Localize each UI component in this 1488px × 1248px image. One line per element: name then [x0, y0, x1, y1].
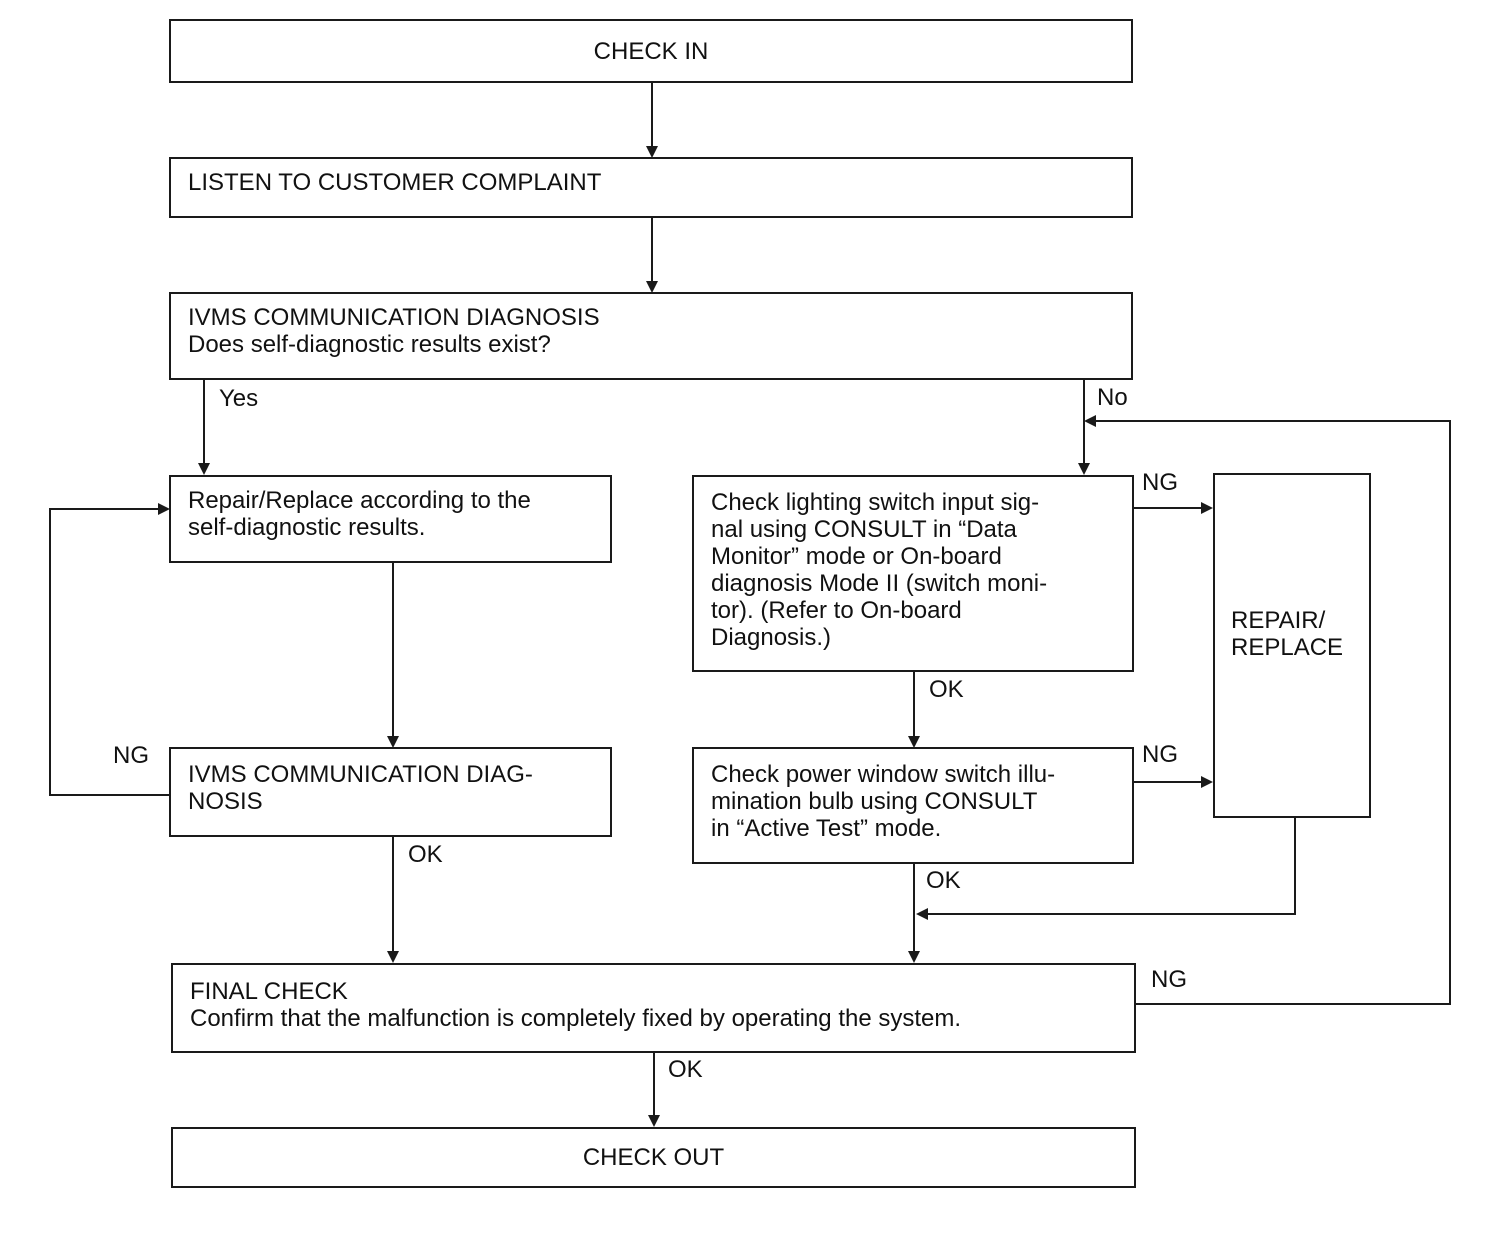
yes-label: Yes: [219, 385, 259, 412]
ok-label-lighting: OK: [929, 676, 964, 703]
check-lighting-line4: diagnosis Mode II (switch moni-: [711, 570, 1048, 597]
ivms-diagnosis-question: Does self-diagnostic results exist?: [188, 331, 551, 358]
check-power-window-box: Check power window switch illu- mination…: [692, 747, 1134, 864]
repair-results-line2: self-diagnostic results.: [188, 514, 426, 541]
no-label: No: [1097, 384, 1128, 411]
check-lighting-line1: Check lighting switch input sig-: [711, 489, 1040, 516]
repair-results-box: Repair/Replace according to the self-dia…: [169, 475, 612, 563]
check-out-text: CHECK OUT: [582, 1144, 725, 1171]
ng-label-power-window: NG: [1142, 741, 1178, 768]
final-check-box: FINAL CHECK Confirm that the malfunction…: [171, 963, 1136, 1053]
check-lighting-box: Check lighting switch input sig- nal usi…: [692, 475, 1134, 672]
check-lighting-line3: Monitor” mode or On-board: [711, 543, 1002, 570]
ivms-diagnosis-box: IVMS COMMUNICATION DIAGNOSIS Does self-d…: [169, 292, 1133, 380]
final-check-title: FINAL CHECK: [190, 978, 348, 1005]
repair-replace-line1: REPAIR/: [1231, 607, 1326, 634]
check-in-text: CHECK IN: [593, 37, 709, 65]
ivms-diagnosis-title: IVMS COMMUNICATION DIAGNOSIS: [188, 304, 600, 331]
ok-label-ivms2: OK: [408, 841, 443, 868]
repair-results-line1: Repair/Replace according to the: [188, 487, 531, 514]
ng-label-lighting: NG: [1142, 469, 1178, 496]
check-power-window-line1: Check power window switch illu-: [711, 761, 1056, 788]
check-power-window-line3: in “Active Test” mode.: [711, 815, 942, 842]
repair-replace-line2: REPLACE: [1231, 634, 1344, 661]
check-lighting-line6: Diagnosis.): [711, 624, 832, 651]
listen-complaint-box: LISTEN TO CUSTOMER COMPLAINT: [169, 157, 1133, 218]
ng-label-final-check: NG: [1151, 966, 1187, 993]
ivms-diagnosis2-line1: IVMS COMMUNICATION DIAG-: [188, 761, 533, 788]
listen-complaint-text: LISTEN TO CUSTOMER COMPLAINT: [188, 169, 602, 196]
check-out-box: CHECK OUT: [171, 1127, 1136, 1188]
repair-replace-box: REPAIR/ REPLACE: [1213, 473, 1371, 818]
ng-label-ivms2: NG: [113, 742, 149, 769]
check-power-window-line2: mination bulb using CONSULT: [711, 788, 1038, 815]
ok-label-power-window: OK: [926, 867, 961, 894]
check-lighting-line5: tor). (Refer to On-board: [711, 597, 962, 624]
check-lighting-line2: nal using CONSULT in “Data: [711, 516, 1017, 543]
check-in-box: CHECK IN: [169, 19, 1133, 83]
ivms-diagnosis2-box: IVMS COMMUNICATION DIAG- NOSIS: [169, 747, 612, 837]
final-check-text: Confirm that the malfunction is complete…: [190, 1005, 962, 1032]
ivms-diagnosis2-line2: NOSIS: [188, 788, 263, 815]
ok-label-final-check: OK: [668, 1056, 703, 1083]
